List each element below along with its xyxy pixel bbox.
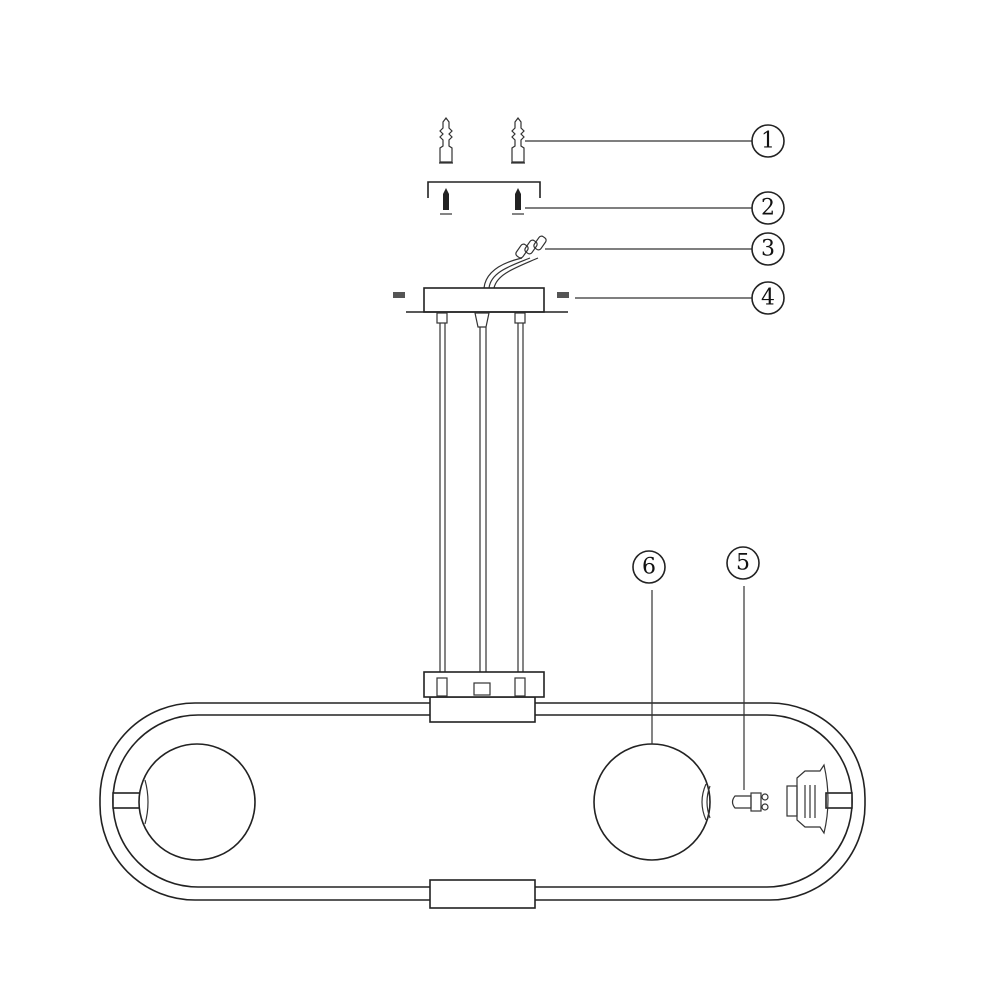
callout-3: 3 [751,232,785,266]
callout-label: 6 [642,555,656,580]
lamp-socket [786,763,829,835]
callout-2: 2 [751,191,785,225]
callout-leaders [525,140,752,790]
callout-label: 4 [761,286,775,311]
mounting-bracket [427,181,541,215]
lamp-frame [99,671,866,909]
g9-bulb [731,792,769,812]
callout-5: 5 [726,546,760,580]
wire-connectors [483,235,547,289]
callout-6: 6 [632,550,666,584]
callout-1: 1 [751,124,785,158]
canopy [393,287,569,328]
suspension-rods [439,323,524,684]
callout-label: 3 [761,237,775,262]
callout-label: 1 [761,129,775,154]
wall-anchors [439,117,525,164]
glass-globes [138,743,711,861]
callout-4: 4 [751,281,785,315]
callout-label: 5 [736,551,750,576]
callout-label: 2 [761,196,775,221]
